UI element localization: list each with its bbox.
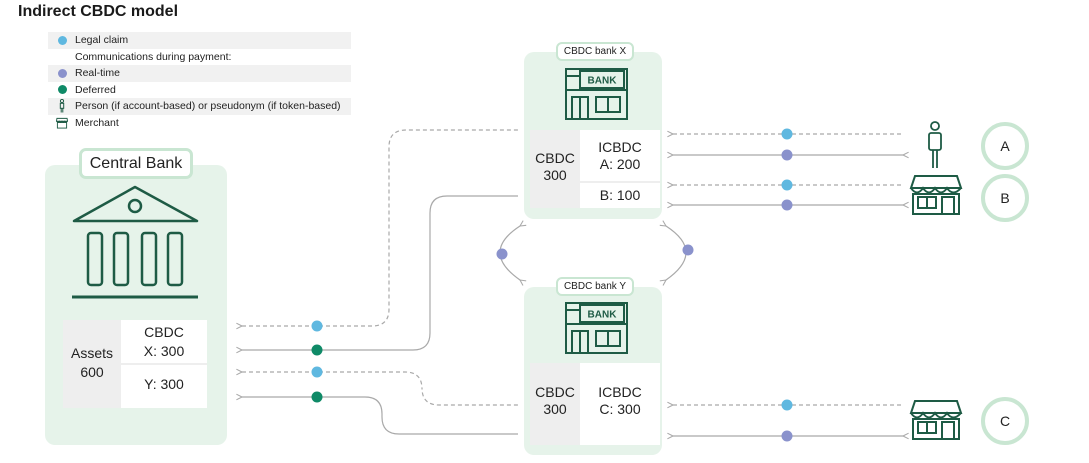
central-bank-ledger: Assets 600 CBDC X: 300 Y: 300 [63, 320, 207, 408]
person-icon [928, 121, 942, 168]
user-a-circle: A [981, 122, 1029, 170]
legend-person: Person (if account-based) or pseudonym (… [48, 98, 351, 115]
merchant-icon [909, 175, 963, 215]
merchant-icon [56, 117, 68, 129]
legal-claim-dot [781, 128, 793, 140]
legend-legal-claim: Legal claim [48, 32, 351, 49]
diagram-title: Indirect CBDC model [18, 3, 179, 20]
bank-x-a-entry: A: 200 [599, 156, 641, 172]
legend-real-time: Real-time [48, 65, 351, 82]
cb-y-deferred-line [242, 397, 518, 435]
user-b-circle: B [981, 174, 1029, 222]
bank-y-cbdc-value: 300 [543, 401, 567, 417]
central-bank-label: Central Bank [79, 148, 193, 179]
cb-cbdc-label: CBDC [144, 324, 184, 340]
real-time-dot [496, 248, 508, 260]
cb-x-entry: X: 300 [143, 343, 185, 359]
legend-comms-header: Communications during payment: [75, 50, 232, 63]
real-time-dot-icon [57, 68, 67, 78]
bank-y-cbdc-label: CBDC [535, 384, 575, 400]
real-time-dot [682, 244, 694, 256]
bank-x-label: CBDC bank X [556, 42, 634, 61]
cb-x-legal-claim-line [242, 129, 518, 326]
bank-x-y-arc-right [666, 226, 687, 280]
deferred-dot-icon [57, 85, 67, 95]
bank-x-b-entry: B: 100 [599, 187, 641, 203]
bank-y-icbdc-label: ICBDC [598, 384, 642, 400]
cb-y-legal-claim-line [242, 372, 518, 406]
bank-y-label: CBDC bank Y [556, 277, 634, 296]
cb-y-entry: Y: 300 [144, 376, 184, 392]
real-time-dot [781, 149, 793, 161]
legal-claim-dot-icon [57, 35, 67, 45]
legend: Legal claim Communications during paymen… [48, 32, 351, 131]
legend-merchant: Merchant [48, 115, 351, 132]
real-time-dot [781, 199, 793, 211]
bank-x-ledger: CBDC 300 ICBDC A: 200 B: 100 [530, 130, 660, 208]
bank-x-cbdc-label: CBDC [535, 150, 575, 166]
user-c-circle: C [981, 397, 1029, 445]
bank-y-c-entry: C: 300 [599, 401, 641, 417]
deferred-dot [311, 391, 323, 403]
cb-x-deferred-line [242, 195, 518, 350]
real-time-dot [781, 430, 793, 442]
legal-claim-dot [311, 320, 323, 332]
legal-claim-dot [781, 399, 793, 411]
deferred-dot [311, 344, 323, 356]
legend-deferred: Deferred [48, 82, 351, 99]
person-icon [59, 99, 65, 113]
legal-claim-dot [781, 179, 793, 191]
bank-x-cbdc-value: 300 [543, 167, 567, 183]
legal-claim-dot [311, 366, 323, 378]
bank-x-y-arc-left [499, 226, 520, 280]
assets-label: Assets [70, 345, 113, 361]
assets-value: 600 [80, 364, 104, 380]
bank-y-ledger: CBDC 300 ICBDC C: 300 [530, 363, 660, 445]
merchant-icon [909, 400, 963, 440]
bank-x-icbdc-label: ICBDC [598, 139, 642, 155]
